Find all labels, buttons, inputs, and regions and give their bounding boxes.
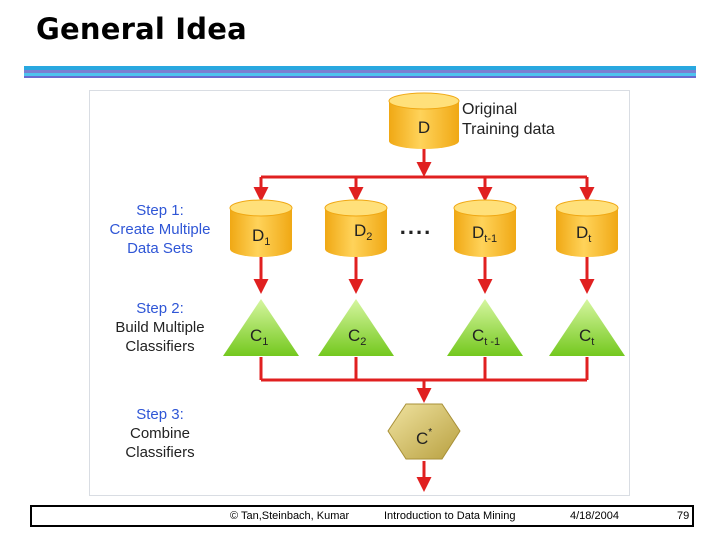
slide-title: General Idea <box>36 12 247 46</box>
classifier-triangle-c2: C2 <box>318 299 394 356</box>
step2-title: Step 2: <box>136 300 184 317</box>
dataset-subscript: t <box>588 233 591 245</box>
dataset-cylinder-d1: D1 <box>229 199 293 257</box>
svg-text:Dt-1: Dt-1 <box>472 223 497 245</box>
dataset-label: D <box>252 226 264 245</box>
svg-text:D1: D1 <box>252 226 270 248</box>
dataset-label: D <box>576 223 588 242</box>
dataset-cylinder-dt: Dt <box>555 199 619 257</box>
title-underline <box>24 66 696 70</box>
ellipsis: .... <box>400 214 432 239</box>
title-underline <box>24 73 696 76</box>
step3-line3: Classifiers <box>125 444 194 461</box>
classifier-subscript: 1 <box>262 336 268 348</box>
svg-text:Dt: Dt <box>576 223 591 245</box>
connector-arrows <box>253 149 595 492</box>
dataset-label: D <box>472 223 484 242</box>
classifier-triangle-ct: Ct <box>549 299 625 356</box>
classifier-label: C <box>348 326 360 345</box>
step2-line3: Classifiers <box>125 338 194 355</box>
footer-course: Introduction to Data Mining <box>384 510 516 522</box>
dataset-label: D <box>354 221 366 240</box>
svg-text:C*: C* <box>416 427 432 448</box>
step2-line2: Build Multiple <box>115 319 204 336</box>
step1-line2: Create Multiple <box>110 221 211 238</box>
footer-page-number: 79 <box>677 510 690 522</box>
combined-label: C <box>416 429 428 448</box>
svg-text:Ct: Ct <box>579 326 594 348</box>
footer-copyright: © Tan,Steinbach, Kumar <box>230 510 350 522</box>
svg-text:D2: D2 <box>354 221 372 243</box>
dataset-subscript: t-1 <box>484 233 497 245</box>
classifier-triangle-ct1: Ct -1 <box>447 299 523 356</box>
footer-date: 4/18/2004 <box>570 510 619 522</box>
classifier-triangle-c1: C1 <box>223 299 299 356</box>
svg-text:C2: C2 <box>348 326 366 348</box>
original-dataset-label: D <box>418 118 430 137</box>
step1-title: Step 1: <box>136 202 184 219</box>
title-underline <box>24 70 696 73</box>
original-dataset-cylinder: D <box>388 92 460 149</box>
classifier-label: C <box>250 326 262 345</box>
combined-classifier-hexagon: C* <box>387 403 461 460</box>
svg-text:Ct -1: Ct -1 <box>472 326 500 348</box>
dataset-subscript: 2 <box>366 231 372 243</box>
svg-text:C1: C1 <box>250 326 268 348</box>
dataset-cylinder-d2: D2 <box>324 199 388 257</box>
classifier-subscript: 2 <box>360 336 366 348</box>
original-caption-line1: Original <box>462 101 517 118</box>
slide-footer: © Tan,Steinbach, Kumar Introduction to D… <box>30 505 694 527</box>
step1-line3: Data Sets <box>127 240 193 257</box>
original-caption-line2: Training data <box>462 121 555 138</box>
classifier-label: C <box>579 326 591 345</box>
dataset-subscript: 1 <box>264 236 270 248</box>
classifier-subscript: t -1 <box>484 336 500 348</box>
step3-line2: Combine <box>130 425 190 442</box>
classifier-subscript: t <box>591 336 594 348</box>
combined-superscript: * <box>428 427 432 438</box>
classifier-label: C <box>472 326 484 345</box>
title-underline <box>24 76 696 78</box>
ensemble-diagram: D Original Training data Step 1: Create … <box>89 90 630 496</box>
dataset-cylinder-dt1: Dt-1 <box>453 199 517 257</box>
step3-title: Step 3: <box>136 406 184 423</box>
